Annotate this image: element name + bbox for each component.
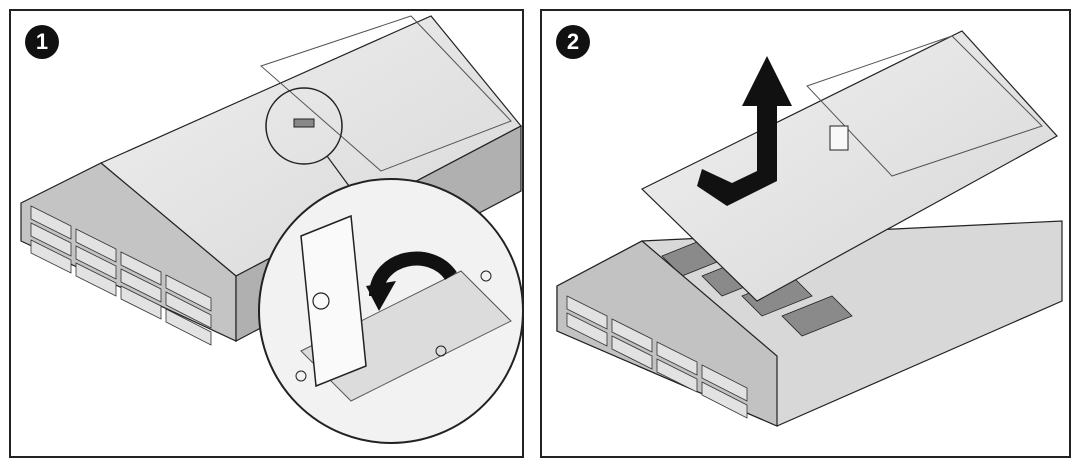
lift-arrow-icon: [697, 56, 792, 206]
rotate-arrow-icon: [369, 251, 457, 297]
cover-latch: [300, 214, 367, 388]
server-with-cover-removed: [556, 30, 1063, 427]
server-with-cover-closed: [20, 15, 522, 444]
step-number-badge: 2: [556, 25, 590, 59]
drive-bays: [30, 205, 212, 346]
step-1-panel: 1: [9, 9, 524, 458]
callout-small-circle: [265, 87, 343, 165]
top-cover: [640, 30, 1058, 302]
drive-bays: [566, 295, 748, 419]
step-2-panel: 2: [540, 9, 1071, 458]
step-number-badge: 1: [25, 25, 59, 59]
